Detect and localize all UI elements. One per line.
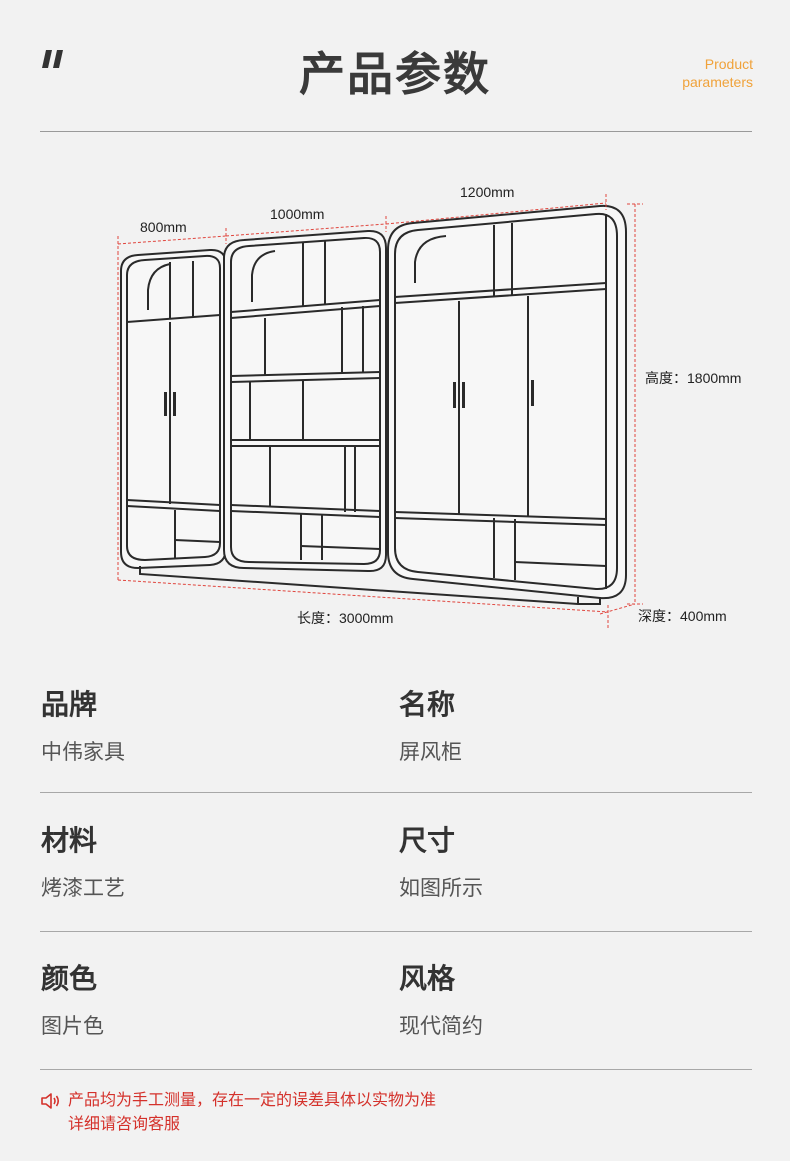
spec-label: 材料 xyxy=(41,824,98,857)
spec-row-brand-name: 品牌 中伟家具 名称 屏风柜 xyxy=(0,685,790,815)
spec-divider xyxy=(40,1069,752,1070)
quote-mark-icon xyxy=(42,50,63,68)
height-label: 高度：1800mm xyxy=(645,370,741,386)
spec-divider xyxy=(40,792,752,793)
spec-label: 颜色 xyxy=(41,962,98,995)
spec-value: 屏风柜 xyxy=(399,740,462,764)
spec-material: 材料 烤漆工艺 xyxy=(41,821,125,903)
spec-value: 中伟家具 xyxy=(41,740,125,764)
spec-row-material-size: 材料 烤漆工艺 尺寸 如图所示 xyxy=(0,821,790,951)
header: 产品参数 Product parameters xyxy=(0,0,790,132)
spec-value: 图片色 xyxy=(41,1014,104,1038)
spec-brand: 品牌 中伟家具 xyxy=(41,685,125,767)
subtitle: Product parameters xyxy=(682,55,753,91)
subtitle-line-1: Product xyxy=(704,56,753,72)
speaker-icon xyxy=(41,1093,60,1109)
spec-product-name: 名称 屏风柜 xyxy=(399,685,462,767)
notice-line-2: 详细请咨询客服 xyxy=(68,1114,181,1133)
spec-label: 名称 xyxy=(399,688,456,721)
page-title: 产品参数 xyxy=(299,47,491,101)
spec-divider xyxy=(40,931,752,932)
notice-line-1: 产品均为手工测量，存在一定的误差具体以实物为准 xyxy=(68,1090,437,1109)
subtitle-line-2: parameters xyxy=(682,74,753,90)
spec-value: 如图所示 xyxy=(399,876,483,900)
length-label: 长度：3000mm xyxy=(297,610,393,626)
width-right-label: 1200mm xyxy=(460,184,514,200)
depth-label: 深度：400mm xyxy=(638,608,727,624)
width-middle-label: 1000mm xyxy=(270,206,324,222)
width-left-label: 800mm xyxy=(140,219,187,235)
spec-value: 现代简约 xyxy=(399,1014,483,1038)
spec-color: 颜色 图片色 xyxy=(41,959,104,1041)
spec-label: 风格 xyxy=(399,962,456,995)
spec-style: 风格 现代简约 xyxy=(399,959,483,1041)
spec-label: 品牌 xyxy=(41,688,98,721)
spec-size: 尺寸 如图所示 xyxy=(399,821,483,903)
spec-value: 烤漆工艺 xyxy=(41,876,125,900)
cabinet-dimension-diagram: 800mm 1000mm 1200mm 高度：1800mm 长度：3000mm … xyxy=(117,184,741,630)
spec-row-color-style: 颜色 图片色 风格 现代简约 xyxy=(0,959,790,1089)
header-divider xyxy=(40,131,752,132)
spec-label: 尺寸 xyxy=(399,824,456,857)
notice-text: 产品均为手工测量，存在一定的误差具体以实物为准 详细请咨询客服 xyxy=(68,1088,436,1136)
